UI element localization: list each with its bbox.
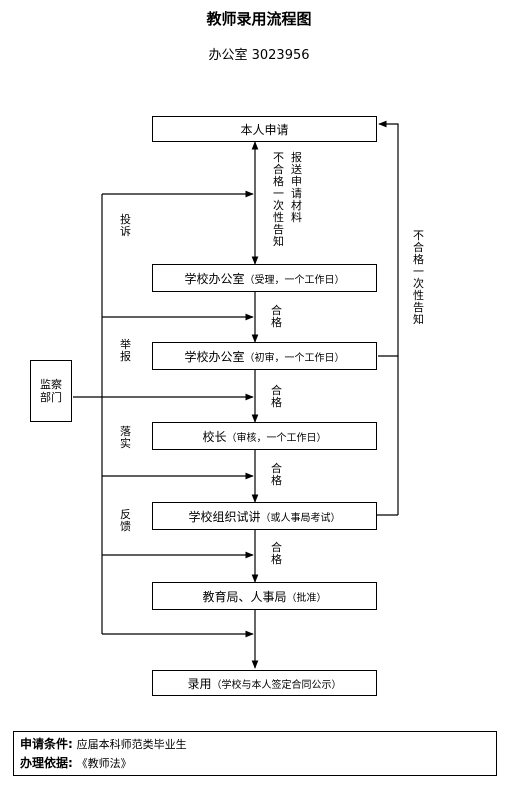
label-pass-1: 合格: [271, 304, 282, 329]
basis-value: 《教师法》: [76, 757, 132, 770]
box-trial: 学校组织试讲（或人事局考试）: [152, 502, 377, 530]
conditions-value: 应届本科师范类毕业生: [76, 738, 187, 751]
label-submit-materials: 报送申请材料: [291, 151, 302, 224]
label-verify: 落实: [120, 425, 131, 450]
label-complaint: 投诉: [120, 213, 131, 238]
box-bureau: 教育局、人事局（批准）: [152, 582, 377, 610]
basis-row: 办理依据: 《教师法》: [20, 754, 490, 773]
label-pass-3: 合格: [271, 462, 282, 487]
box-apply: 本人申请: [152, 116, 377, 142]
box-supervision: 监察部门: [30, 360, 72, 422]
box-hire: 录用（学校与本人签定合同公示）: [152, 670, 377, 696]
label-fail-once-right: 不合格一次性告知: [413, 229, 424, 326]
box-accept: 学校办公室（受理，一个工作日）: [152, 264, 377, 292]
label-report: 举报: [120, 338, 131, 363]
feedback-loop-line: [378, 120, 399, 357]
box-principal: 校长（审核，一个工作日）: [152, 422, 377, 450]
label-fail-once-left: 不合格一次性告知: [273, 151, 284, 248]
label-feedback: 反馈: [120, 508, 131, 533]
page-subtitle: 办公室 3023956: [208, 48, 310, 63]
basis-label: 办理依据:: [20, 756, 73, 770]
info-box: 申请条件: 应届本科师范类毕业生 办理依据: 《教师法》: [13, 731, 497, 776]
box-review: 学校办公室（初审，一个工作日）: [152, 342, 377, 370]
label-pass-2: 合格: [271, 384, 282, 409]
conditions-label: 申请条件:: [20, 737, 73, 751]
conditions-row: 申请条件: 应届本科师范类毕业生: [20, 735, 490, 754]
label-pass-4: 合格: [271, 541, 282, 566]
page-title: 教师录用流程图: [206, 10, 312, 28]
